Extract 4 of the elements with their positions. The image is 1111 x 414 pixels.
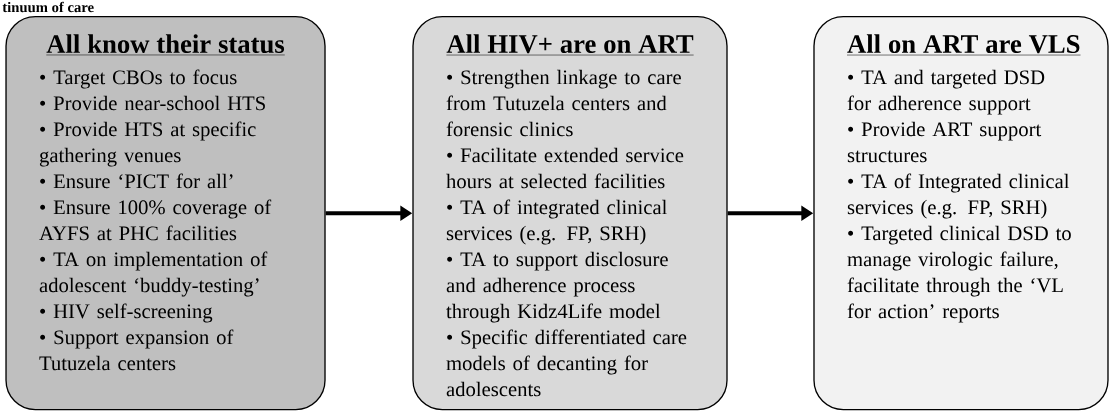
title: tinuum of care — [2, 1, 94, 13]
process-box: All HIV+ are on ART • Strengthen linkage to care from Tutuzela centers and forensic clinics • Facilitate extended service hours at selected facilities • TA of integrated clinical services (e.g. FP, SRH) • TA to support disclosure and adherence process through Kidz4Life model • Specific differentiated care models of decanting for adolescents — [412, 16, 728, 411]
process-box: All know their status • Target CBOs to focus • Provide near-school HTS • Provide HTS at specific gathering venues • Ensure ‘PICT for all’ • Ensure 100% coverage of AYFS at PHC facilities • TA on implementation of adolescent ‘buddy-testing’ • HIV self-screening • Support expansion of Tutuzela centers — [5, 16, 326, 411]
process-box: All on ART are VLS • TA and targeted DSD for adherence support • Provide ART support structures • TA of Integrated clinical services (e.g. FP, SRH) • Targeted clinical DSD to manage virologic failure, facilitate through the ‘VL for action’ reports — [813, 16, 1109, 411]
